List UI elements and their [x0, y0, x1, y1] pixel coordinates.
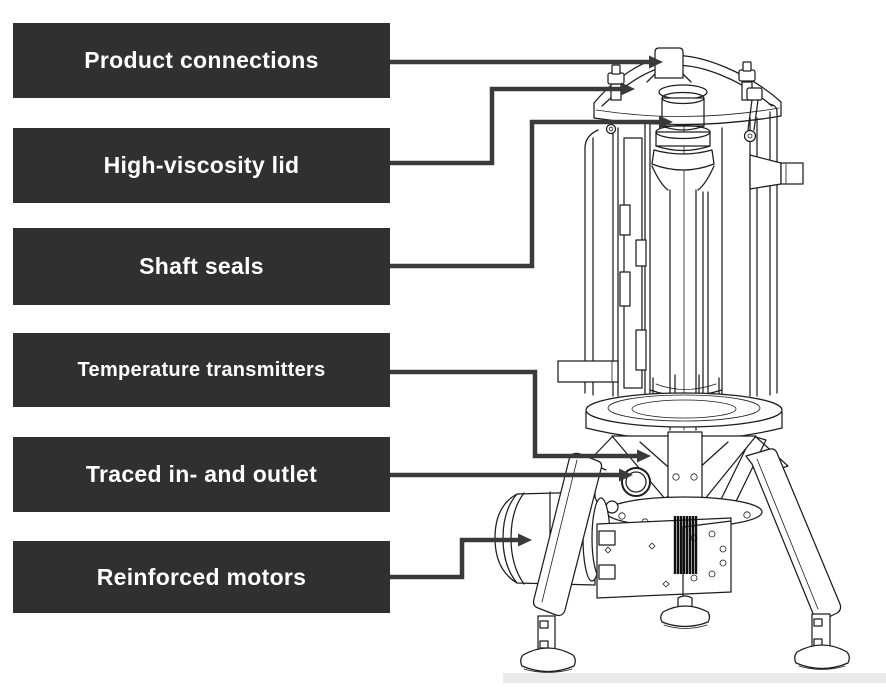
connector-reinforced-motors	[390, 533, 532, 580]
lid-bolt-left	[607, 64, 625, 101]
callout-label: Traced in- and outlet	[85, 461, 318, 487]
callout-label: Shaft seals	[139, 253, 264, 279]
callout-high-viscosity-lid: High-viscosity lid	[13, 128, 390, 203]
lid-bolt-right	[738, 61, 763, 143]
callout-label: Reinforced motors	[96, 563, 307, 590]
connector-temperature-transmitters	[390, 369, 651, 463]
connector-shaft-seals	[390, 115, 673, 269]
side-stub-left	[557, 360, 619, 383]
foot-left	[520, 615, 576, 673]
connector-traced-in-and-outlet	[390, 468, 633, 482]
gearbox	[596, 516, 732, 599]
tripod-leg-left	[520, 452, 603, 673]
product-nozzle	[646, 47, 692, 83]
callout-label: High-viscosity lid	[103, 152, 300, 178]
shaft-seal-assembly	[651, 84, 715, 431]
callout-traced-in-and-outlet: Traced in- and outlet	[13, 437, 390, 512]
side-nozzle-right	[749, 154, 804, 190]
machine-illustration	[494, 47, 886, 683]
callout-label: Temperature transmitters	[77, 358, 326, 381]
callout-shaft-seals: Shaft seals	[13, 228, 390, 305]
vessel-lid	[593, 47, 782, 143]
ground-shadow	[503, 673, 886, 683]
callout-temperature-transmitters: Temperature transmitters	[13, 333, 390, 407]
connector-high-viscosity-lid	[390, 82, 635, 166]
callout-reinforced-motors: Reinforced motors	[13, 541, 390, 613]
foot-center	[660, 595, 711, 629]
foot-right	[794, 613, 850, 670]
tripod-leg-right	[745, 448, 850, 670]
callout-product-connections: Product connections	[13, 23, 390, 98]
callout-label: Product connections	[84, 47, 319, 73]
drive-shaft-hatch	[673, 516, 698, 574]
callout-connectors	[390, 55, 673, 580]
connector-product-connections	[390, 55, 663, 69]
